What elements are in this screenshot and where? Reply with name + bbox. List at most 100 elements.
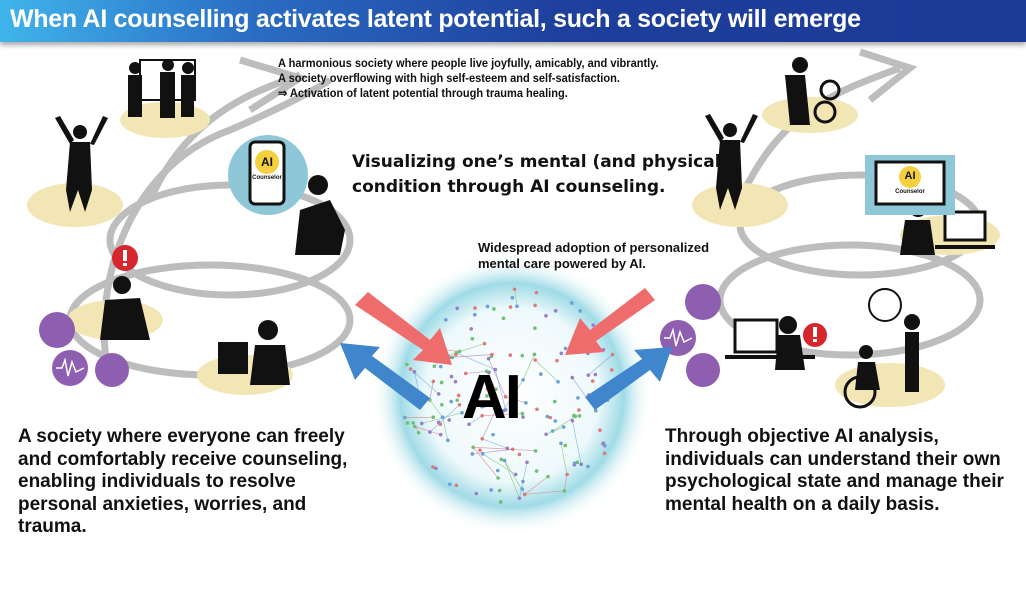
network-node bbox=[513, 398, 517, 403]
network-node bbox=[576, 396, 580, 400]
network-edge bbox=[449, 354, 493, 358]
network-node bbox=[535, 407, 539, 412]
harmonious-society-text: A harmonious society where people live j… bbox=[278, 56, 659, 101]
network-edge bbox=[468, 415, 483, 425]
network-edge bbox=[429, 381, 434, 401]
page-title: When AI counselling activates latent pot… bbox=[10, 5, 861, 33]
network-node bbox=[513, 472, 518, 477]
text-line: mental health on a daily basis. bbox=[665, 493, 940, 515]
network-node bbox=[431, 465, 435, 469]
ai-network bbox=[403, 287, 615, 504]
network-node bbox=[586, 373, 591, 377]
network-edge bbox=[560, 443, 568, 475]
network-node bbox=[467, 422, 471, 427]
network-node bbox=[575, 460, 580, 465]
network-node bbox=[428, 430, 432, 434]
network-node bbox=[496, 468, 500, 473]
phone-counselor-label: Counselor bbox=[252, 175, 282, 181]
silhouettes bbox=[55, 57, 995, 409]
network-node bbox=[447, 418, 452, 422]
network-node bbox=[440, 402, 444, 407]
network-node bbox=[470, 336, 475, 341]
network-node bbox=[508, 353, 513, 357]
network-node bbox=[533, 303, 537, 308]
network-node bbox=[609, 368, 614, 372]
network-edge bbox=[588, 354, 613, 376]
network-node bbox=[492, 307, 496, 311]
network-node bbox=[520, 353, 525, 358]
text-line: Widespread adoption of personalized bbox=[478, 240, 710, 255]
cheering-person-right-icon bbox=[705, 114, 758, 210]
network-node bbox=[493, 367, 498, 372]
network-edge bbox=[447, 343, 485, 356]
network-node bbox=[405, 421, 410, 425]
arrow-out-left bbox=[340, 343, 430, 410]
waveform-lines bbox=[56, 327, 693, 377]
network-edge bbox=[482, 413, 523, 417]
network-node bbox=[460, 410, 464, 415]
network-node bbox=[411, 421, 415, 425]
network-node bbox=[534, 469, 539, 473]
network-node bbox=[591, 323, 595, 327]
network-node bbox=[508, 305, 513, 309]
network-node bbox=[469, 327, 473, 331]
network-node bbox=[539, 372, 543, 376]
network-edge bbox=[522, 354, 535, 381]
network-node bbox=[416, 430, 421, 435]
text-line: Visualizing one’s mental (and physical) bbox=[352, 152, 729, 172]
text-line: trauma. bbox=[18, 516, 87, 537]
arrow-in-left bbox=[355, 292, 452, 365]
network-node bbox=[579, 462, 584, 467]
network-node bbox=[570, 418, 575, 423]
network-node bbox=[577, 414, 582, 418]
network-node bbox=[555, 358, 559, 363]
network-node bbox=[563, 443, 568, 448]
network-node bbox=[578, 309, 582, 313]
network-edge bbox=[429, 399, 443, 418]
network-node bbox=[553, 419, 558, 423]
network-edge bbox=[524, 490, 565, 495]
network-node bbox=[473, 306, 477, 310]
network-node bbox=[496, 476, 500, 480]
network-node bbox=[601, 441, 606, 445]
network-node bbox=[463, 371, 468, 376]
network-node bbox=[485, 304, 490, 309]
text-line: A society where everyone can freely bbox=[18, 426, 345, 447]
tangled-thought-icon bbox=[868, 288, 902, 322]
monitor-counselor-label: Counselor bbox=[895, 189, 925, 195]
network-node bbox=[510, 447, 515, 452]
network-node bbox=[559, 351, 564, 356]
network-edge bbox=[564, 474, 568, 491]
network-node bbox=[545, 414, 550, 419]
network-node bbox=[552, 399, 557, 404]
network-edge bbox=[512, 448, 536, 452]
network-edge bbox=[410, 368, 439, 395]
network-edge bbox=[504, 460, 520, 499]
network-node bbox=[467, 403, 472, 407]
network-node bbox=[563, 346, 568, 351]
network-node bbox=[456, 393, 461, 398]
network-edge bbox=[572, 420, 582, 465]
network-edge bbox=[534, 359, 559, 383]
text-line: personal anxieties, worries, and bbox=[18, 493, 307, 515]
visualizing-text: Visualizing one’s mental (and physical) … bbox=[352, 150, 728, 200]
network-node bbox=[577, 408, 581, 412]
network-node bbox=[453, 379, 458, 384]
network-node bbox=[593, 408, 598, 413]
brain-scan-icon-right bbox=[685, 284, 721, 320]
network-node bbox=[603, 443, 607, 448]
network-node bbox=[485, 386, 490, 391]
network-node bbox=[524, 401, 528, 405]
network-node bbox=[448, 482, 452, 487]
network-node bbox=[478, 448, 482, 452]
network-edge bbox=[524, 476, 549, 495]
brain-scan-icon bbox=[39, 312, 75, 348]
network-edge bbox=[514, 289, 518, 307]
network-node bbox=[534, 290, 539, 295]
network-node bbox=[544, 313, 548, 318]
network-node bbox=[521, 479, 525, 484]
network-node bbox=[572, 461, 577, 466]
network-node bbox=[405, 362, 409, 367]
network-node bbox=[505, 446, 510, 451]
